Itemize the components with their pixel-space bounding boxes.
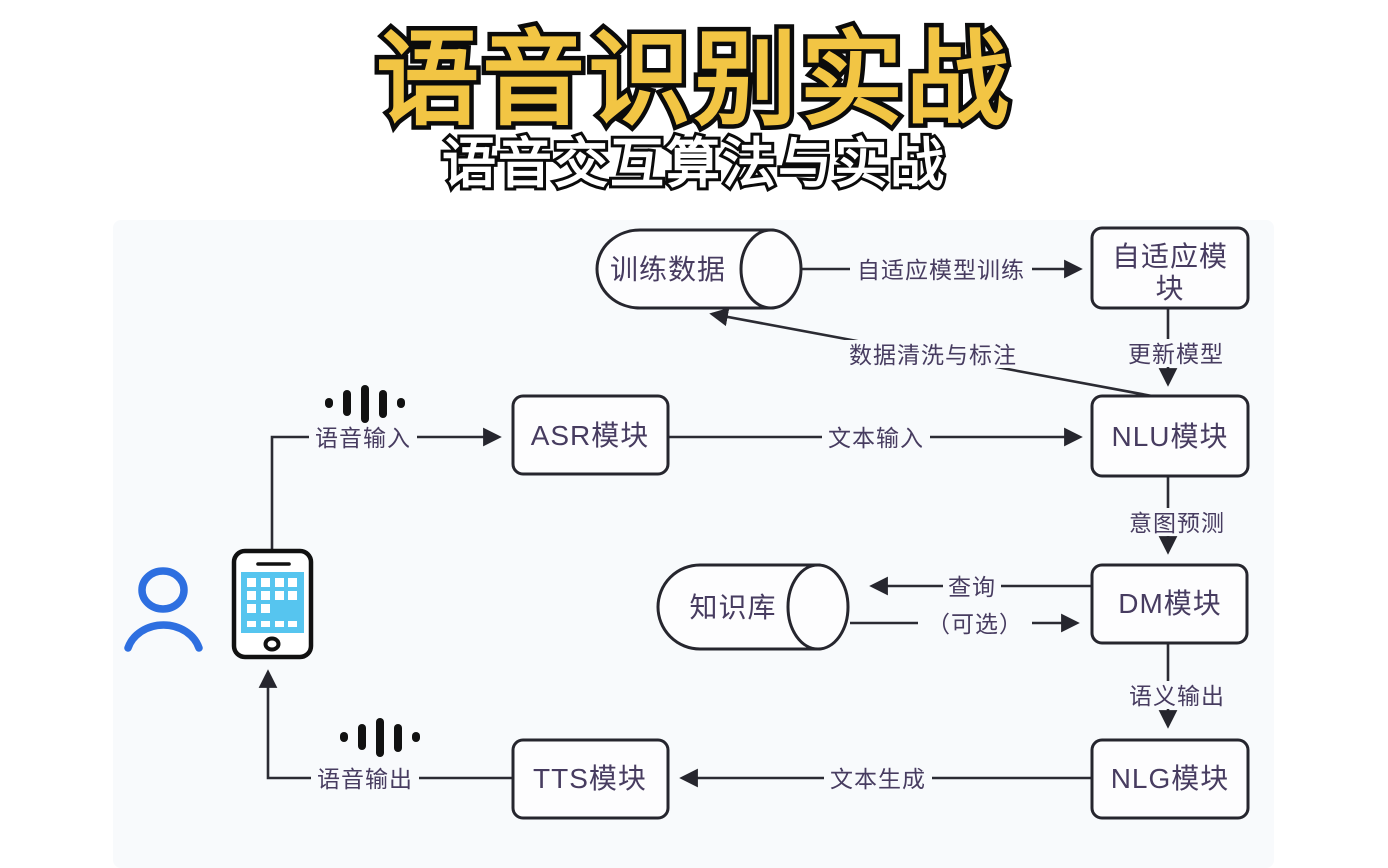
node-label-adapt-module-line2: 块 [1155,273,1184,304]
edge-label-voice-output: 语音输出 [317,766,413,792]
edge-label-intent-prediction: 意图预测 [1129,510,1225,536]
edge-label-query: 查询 [948,574,996,600]
edge-label-update-model: 更新模型 [1128,341,1224,367]
smartphone-icon [231,548,314,660]
edge-voice-input-line [270,427,502,552]
edge-label-text-generation: 文本生成 [830,766,926,792]
node-label-tts: TTS模块 [533,763,647,794]
node-label-train-data: 训练数据 [610,254,726,285]
node-label-nlu: NLU模块 [1111,421,1228,452]
node-label-dm: DM模块 [1118,588,1222,619]
phone-app-grid [247,578,297,627]
node-label-nlg: NLG模块 [1111,763,1230,794]
node-train-data: 训练数据 [595,228,803,310]
node-nlg: NLG模块 [1090,738,1250,820]
node-label-adapt-module-line1: 自适应模 [1112,241,1228,272]
node-dm: DM模块 [1090,563,1249,645]
edge-labels: 自适应模型训练 数据清洗与标注 更新模型 语音输入 文本输入 意图预测 查询 （… [309,255,1231,792]
node-label-asr: ASR模块 [531,420,650,451]
page-title: 语音识别实战 [372,21,1014,138]
diagram-panel [113,220,1274,868]
sound-wave-icon-bottom [340,718,420,757]
node-adapt-module: 自适应模 块 [1090,226,1250,310]
sound-wave-icon-top [325,385,405,423]
user-icon [124,567,203,652]
node-nlu: NLU模块 [1090,394,1250,478]
edge-label-semantic-output: 语义输出 [1129,683,1225,709]
edge-voice-output-line [258,669,513,780]
edge-label-voice-input: 语音输入 [315,425,411,451]
node-asr: ASR模块 [511,394,670,476]
edge-label-optional: （可选） [927,611,1023,637]
edge-label-adapt-training: 自适应模型训练 [857,257,1025,283]
header: 语音识别实战 语音交互算法与实战 [0,21,1388,195]
node-knowledge-base: 知识库 [656,563,850,651]
node-tts: TTS模块 [511,738,670,820]
edge-label-data-cleaning: 数据清洗与标注 [849,342,1017,368]
edge-label-text-input: 文本输入 [828,425,924,451]
page-subtitle: 语音交互算法与实战 [439,133,947,195]
node-label-knowledge-base: 知识库 [689,592,776,623]
